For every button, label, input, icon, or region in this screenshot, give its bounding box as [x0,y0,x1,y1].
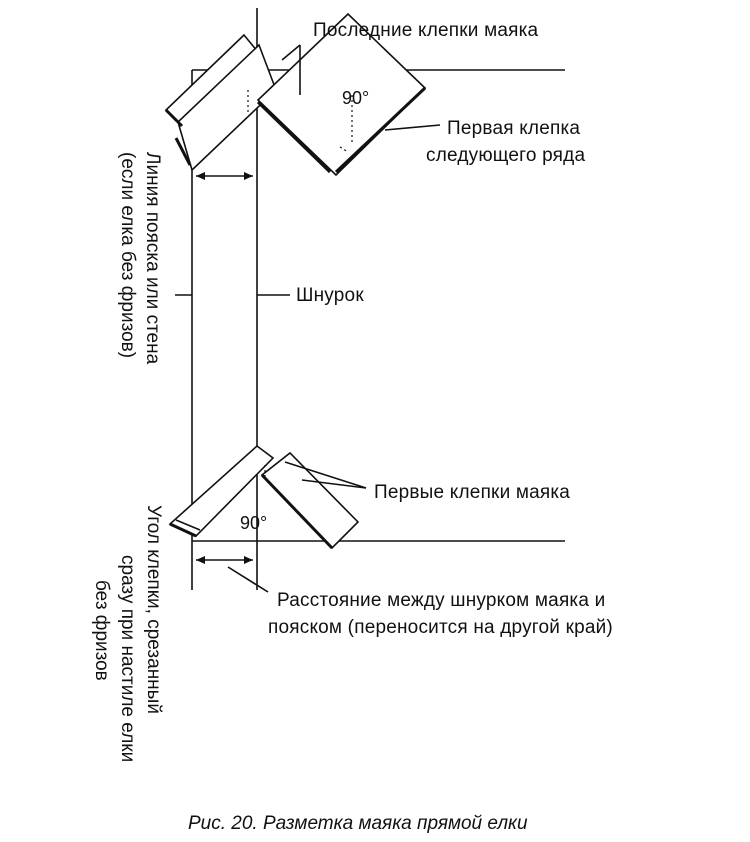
bottom-first-rivets [168,444,360,550]
label-first-rivet-line1: Первая клепка [447,118,581,139]
vlabel-belt-line-1: Линия пояска или стена [142,152,163,365]
top-distance-marker [196,172,253,180]
first-rivet-leader [384,124,441,131]
bottom-arrow-leader-a [301,479,367,489]
top-arrow-leader-a [281,44,301,61]
label-cord: Шнурок [296,285,364,306]
angle-label-top: 90° [342,88,370,108]
vlabel-belt-line-2: (если елка без фризов) [117,152,138,359]
bottom-arrow-leader-b [284,461,367,489]
vlabel-rivet-angle-1: Угол клепки, срезанный [143,505,164,714]
vlabel-rivet-angle-3: без фризов [91,580,112,681]
top-last-rivets [164,12,427,177]
bottom-distance-marker [196,556,253,564]
label-distance-line1: Расстояние между шнурком маяка и [277,590,606,611]
label-first-rivet-line2: следующего ряда [426,145,586,166]
angle-label-bottom: 90° [240,513,268,533]
label-last-rivets: Последние клепки маяка [313,20,539,41]
vlabel-rivet-angle-2: сразу при настиле елки [117,555,138,763]
figure-caption: Рис. 20. Разметка маяка прямой елки [188,813,528,834]
rivet-angle-leader [175,519,201,531]
distance-leader [227,566,269,593]
label-distance-line2: пояском (переносится на другой край) [268,617,613,638]
label-first-rivets: Первые клепки маяка [374,482,571,503]
